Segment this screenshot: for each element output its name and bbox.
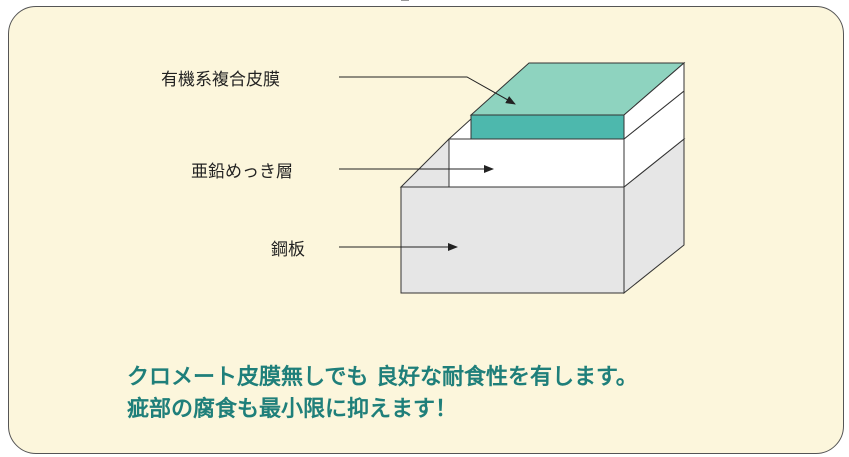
caption-line-1: クロメート皮膜無しでも 良好な耐食性を有します。 [127, 365, 638, 390]
zinc-layer-label: 亜鉛めっき層 [191, 162, 293, 182]
coating-leader-arrow [339, 76, 516, 105]
diagram-panel: 有機系複合皮膜 亜鉛めっき層 鋼板 クロメート皮膜無しでも 良好な耐食性を有しま… [8, 6, 844, 454]
coating-label: 有機系複合皮膜 [161, 70, 280, 90]
caption-line-2: 疵部の腐食も最小限に抑えます！ [127, 397, 458, 422]
coating-block [469, 61, 686, 141]
coating-front-face [470, 114, 625, 140]
steel-plate-front-face [400, 186, 625, 294]
steel-plate-label: 鋼板 [271, 240, 305, 260]
layer-structure-diagram [339, 61, 686, 295]
zinc-layer-front-face [448, 138, 625, 188]
top-edge-mark [401, 0, 409, 1]
